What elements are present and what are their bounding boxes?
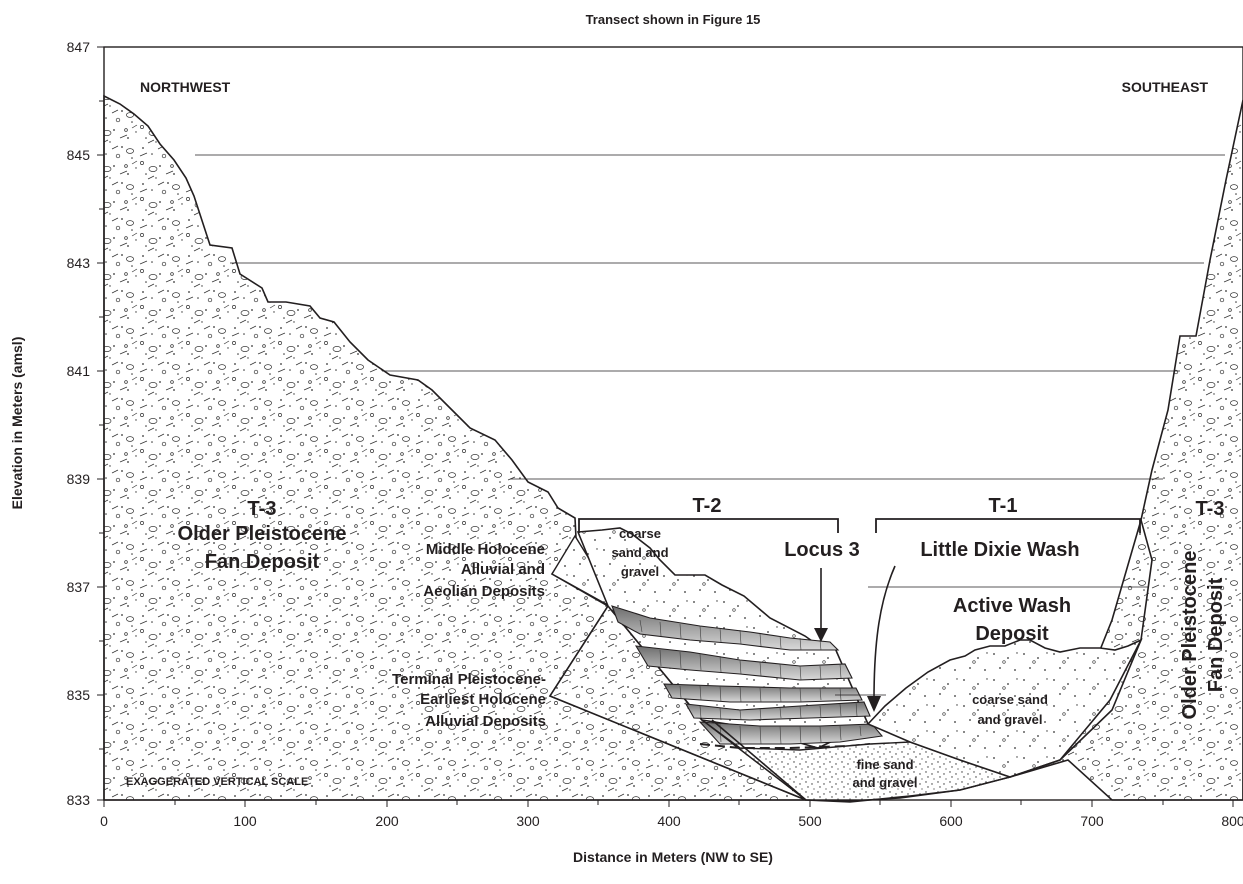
x-tick-800: 800	[1221, 813, 1243, 829]
soil-horizon-3	[663, 683, 863, 703]
x-tick-700: 700	[1080, 813, 1104, 829]
active-wash-line2: Deposit	[975, 623, 1049, 645]
t3-right-label: T-3	[1196, 498, 1225, 520]
x-tick-0: 0	[100, 813, 108, 829]
soil-horizon-2	[634, 645, 853, 681]
y-tick-839: 839	[67, 471, 91, 487]
x-tick-300: 300	[516, 813, 540, 829]
middle-holocene-line1: Middle Holocene	[426, 541, 545, 558]
middle-holocene-line3: Aeolian Deposits	[423, 583, 545, 600]
locus-3-label: Locus 3	[784, 539, 860, 561]
x-tick-100: 100	[233, 813, 257, 829]
x-axis-ticks	[103, 800, 1234, 807]
northwest-label: NORTHWEST	[140, 79, 231, 95]
t2-label: T-2	[693, 495, 722, 517]
figure-title: Transect shown in Figure 15	[586, 12, 761, 27]
y-tick-835: 835	[67, 687, 91, 703]
x-tick-400: 400	[657, 813, 681, 829]
x-tick-labels: 0 100 200 300 400 500 600 700 800	[100, 813, 1243, 829]
fine-sand-line1: fine sand	[856, 757, 913, 772]
x-tick-200: 200	[375, 813, 399, 829]
x-tick-600: 600	[939, 813, 963, 829]
little-dixie-wash-arrow	[867, 565, 896, 712]
coarse-sand-line2: sand and	[611, 545, 668, 560]
x-tick-500: 500	[798, 813, 822, 829]
y-tick-labels: 847 845 843 841 839 837 835 833	[67, 39, 91, 808]
t1-label: T-1	[989, 495, 1018, 517]
t1-bracket	[875, 518, 1141, 533]
exaggerated-scale-note: EXAGGERATED VERTICAL SCALE	[126, 776, 308, 788]
active-wash-line1: Active Wash	[953, 595, 1071, 617]
y-tick-843: 843	[67, 255, 91, 271]
x-axis-label: Distance in Meters (NW to SE)	[573, 849, 773, 865]
elevation-gridlines	[195, 154, 1225, 696]
y-axis-label: Elevation in Meters (amsl)	[9, 337, 25, 510]
older-pleistocene-left-line1: Older Pleistocene	[178, 523, 347, 545]
fine-sand-line2: and gravel	[852, 775, 917, 790]
y-tick-847: 847	[67, 39, 91, 55]
coarse-sand-right-line2: and gravel	[977, 712, 1042, 727]
y-tick-837: 837	[67, 579, 91, 595]
locus-3-arrow	[814, 568, 828, 642]
y-tick-845: 845	[67, 147, 91, 163]
t2-bracket	[578, 518, 839, 533]
coarse-sand-right-line1: coarse sand	[972, 692, 1048, 707]
older-pleistocene-right-line1: Older Pleistocene	[1179, 551, 1201, 720]
coarse-sand-line1: coarse	[619, 526, 661, 541]
plot-frame	[103, 46, 1243, 801]
y-tick-833: 833	[67, 792, 91, 808]
soil-laminations	[639, 619, 862, 745]
terminal-pleistocene-line1: Terminal Pleistocene-	[392, 671, 546, 688]
little-dixie-wash-label: Little Dixie Wash	[920, 539, 1079, 561]
older-pleistocene-right-line2: Fan Deposit	[1205, 577, 1227, 692]
coarse-sand-line3: gravel	[621, 564, 659, 579]
channel-outline	[711, 519, 1153, 803]
t3-left-label: T-3	[248, 498, 277, 520]
middle-holocene-line2: Alluvial and	[461, 561, 545, 578]
southeast-label: SOUTHEAST	[1122, 79, 1209, 95]
terminal-pleistocene-line2: Earliest Holocene	[420, 691, 546, 708]
terminal-pleistocene-line3: Alluvial Deposits	[425, 713, 546, 730]
older-pleistocene-left-line2: Fan Deposit	[205, 551, 320, 573]
y-tick-841: 841	[67, 363, 91, 379]
y-axis-ticks	[97, 46, 104, 801]
